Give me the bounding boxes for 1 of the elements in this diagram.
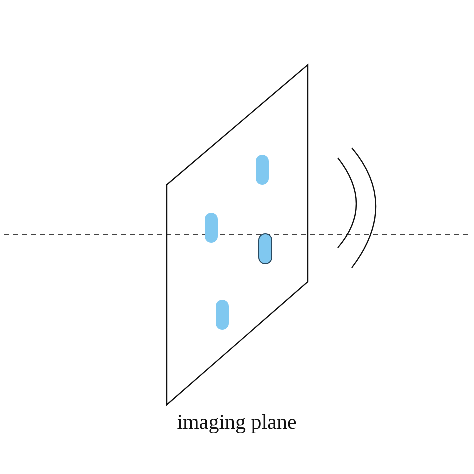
plane-label: imaging plane [177, 410, 297, 435]
